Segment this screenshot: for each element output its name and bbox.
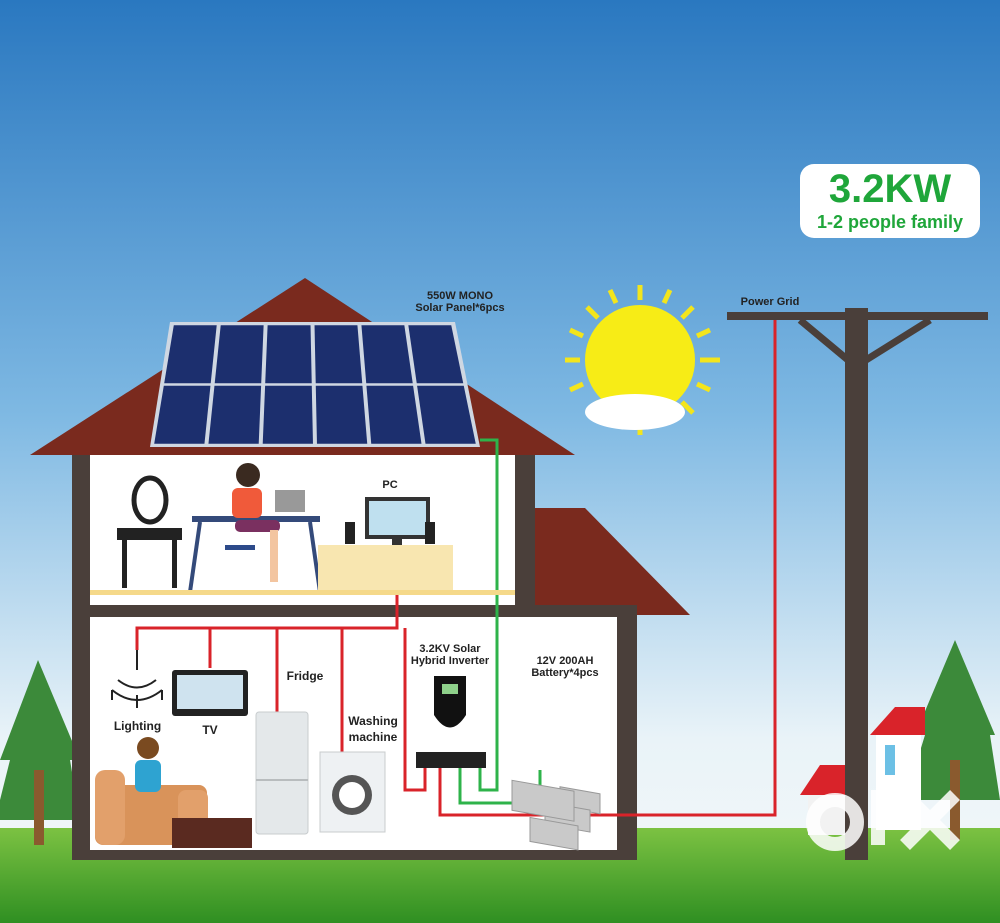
fridge-icon [255,711,309,835]
battery-bank-icon [511,779,601,851]
solar-cell [315,385,368,444]
battery-label: 12V 200AH Battery*4pcs [515,655,615,679]
solar-cell [408,325,464,384]
fridge-label: Fridge [286,669,324,683]
inverter-label: 3.2KV Solar Hybrid Inverter [400,643,500,667]
tv-icon [172,670,248,716]
solar-cell [208,385,262,444]
inverter-icon [416,676,486,768]
solar-cell [262,385,313,444]
battery-label-line1: 12V 200AH [536,655,594,667]
upper-floor-rug [90,590,515,595]
solar-panel-array [150,322,480,447]
family-size-label: 1-2 people family [816,212,964,232]
inverter-label-line2: Hybrid Inverter [410,654,490,667]
power-pole [727,308,988,860]
washing-label-line1: Washing [348,714,398,728]
pc-label: PC [382,479,398,491]
side-roof [530,508,690,615]
washing-label-line2: machine [348,729,398,744]
solar-cell [366,385,422,444]
solar-cell [154,385,211,444]
solar-panel-label-line1: 550W MONO [426,290,493,302]
armchair-with-woman [95,737,252,848]
solar-panel-label-line2: Solar Panel*6pcs [415,301,505,314]
house-frame [72,455,637,860]
washing-machine-icon [319,751,386,833]
vanity-table [117,475,182,588]
solar-panel-label: 550W MONO Solar Panel*6pcs [395,290,525,314]
tv-label: TV [202,723,218,737]
pc-desk [318,497,453,595]
capacity-value: 3.2KW [828,167,952,211]
olx-watermark [806,790,960,851]
lighting-label: Lighting [113,719,162,733]
chandelier-icon [111,650,163,708]
desk-with-woman [188,463,322,593]
solar-cell [417,385,476,444]
solar-cell [164,325,217,384]
solar-cell [214,325,264,384]
solar-cell [361,325,413,384]
power-grid-label: Power Grid [740,296,800,308]
sun-icon [565,285,720,435]
washing-machine-label: Washing machine [338,714,408,745]
tree-left [0,660,80,845]
solar-cell [265,325,312,384]
system-capacity-badge: 3.2KW 1-2 people family [800,164,980,238]
solar-cell [314,325,363,384]
battery-label-line2: Battery*4pcs [531,666,599,679]
inverter-label-line1: 3.2KV Solar [419,643,481,655]
